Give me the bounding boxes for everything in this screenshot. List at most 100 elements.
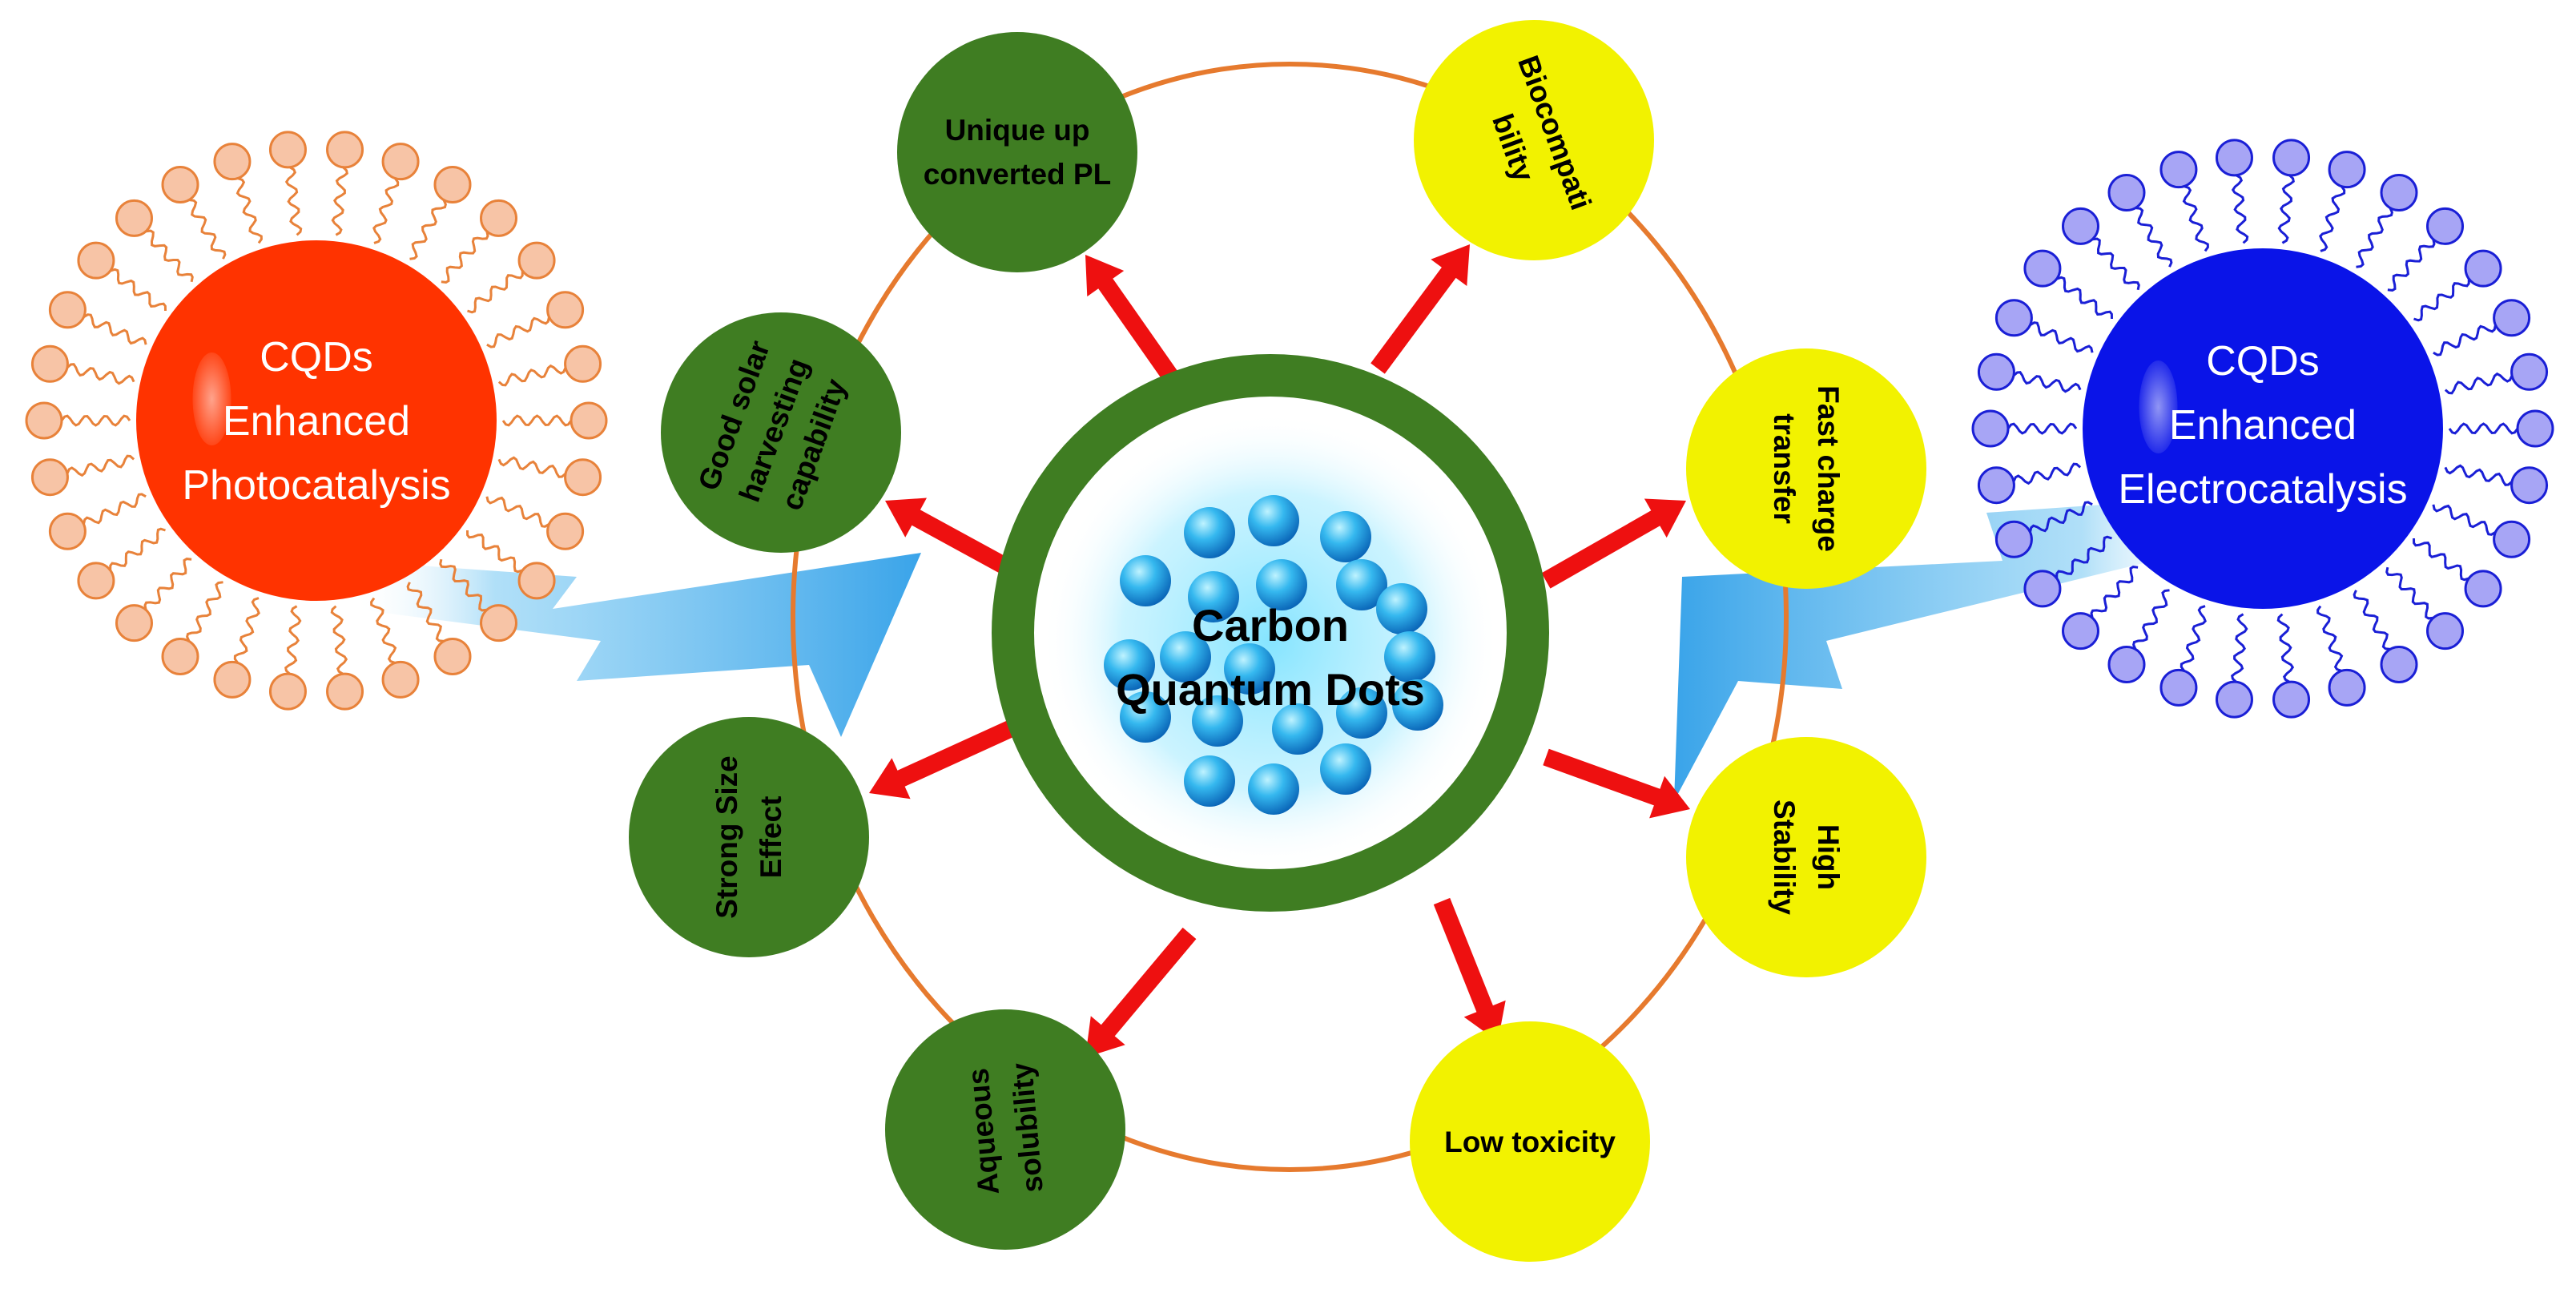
photo-micelle-tail	[372, 177, 400, 244]
node-unique-up-converted-pl: Unique up converted PL	[897, 32, 1137, 272]
photo-micelle-tail	[466, 530, 523, 574]
electro-micelle-head	[1971, 409, 2010, 448]
electro-micelle-tail	[2180, 605, 2207, 672]
red-arrow	[1085, 927, 1197, 1057]
quantum-dot	[1376, 583, 1427, 634]
photo-micelle-head	[570, 401, 608, 440]
photo-micelle-tail	[406, 582, 445, 642]
left-lightning-bolt	[352, 553, 921, 737]
electro-micelle-tail	[2356, 207, 2393, 268]
photo-micelle-tail	[501, 414, 573, 427]
node-circle	[1686, 737, 1926, 977]
node-good-solar-harvesting: Good solar harvesting capability	[661, 312, 901, 553]
quantum-dot	[1120, 691, 1171, 743]
node-circle	[1686, 348, 1926, 589]
electro-micelle-head	[2107, 645, 2146, 683]
electro-micelle-tail	[2092, 237, 2140, 291]
quantum-dot	[1248, 495, 1299, 546]
photo-micelle-head	[517, 241, 556, 280]
electro-micelle-head	[2426, 612, 2465, 650]
node-circle	[661, 312, 901, 553]
electro-micelle-tail	[2385, 566, 2433, 620]
electro-micelle-head	[1977, 466, 2015, 505]
electro-micelle-head	[2107, 174, 2146, 212]
node-label-line-2: transfer	[1768, 413, 1801, 524]
photo-micelle-head	[161, 637, 199, 675]
photocatalysis-label: CQDs Enhanced Photocatalysis	[182, 334, 450, 509]
node-circle	[1414, 20, 1654, 260]
electro-micelle-head	[2510, 466, 2549, 505]
photo-micelle-head	[433, 637, 472, 675]
photo-micelle-head	[564, 344, 602, 383]
electro-micelle-head	[2061, 612, 2099, 650]
photo-micelle-highlight	[192, 352, 231, 445]
photo-micelle-head	[546, 291, 585, 329]
quantum-dot	[1224, 643, 1275, 695]
photo-micelle-head	[48, 512, 87, 550]
quantum-dot-cluster	[1104, 495, 1443, 815]
photocatalysis-label-line-3: Photocatalysis	[182, 462, 450, 509]
quantum-dot	[1256, 559, 1307, 610]
electro-micelle-tail	[2413, 279, 2470, 322]
photo-micelle-tail	[441, 231, 489, 284]
electro-micelle-tail	[2276, 613, 2295, 683]
electro-micelle-highlight	[2139, 360, 2178, 453]
photo-micelle-tail	[109, 527, 166, 570]
quantum-dot	[1104, 639, 1155, 691]
electro-micelle-tail	[2029, 321, 2094, 353]
node-label-line-1: High	[1812, 824, 1845, 890]
photo-micelle-head	[25, 401, 63, 440]
electro-micelle-tail	[2432, 504, 2497, 536]
orbit-ring	[791, 62, 1789, 1172]
photo-micelle-head	[48, 291, 87, 329]
photo-micelle-tail	[439, 558, 487, 612]
photo-micelle-head	[326, 672, 364, 711]
electro-micelle-tail	[2029, 501, 2093, 533]
electro-micelle-head	[2510, 352, 2549, 391]
electro-micelle-head	[2493, 299, 2531, 337]
photo-micelle-tail	[110, 268, 167, 312]
quantum-dot	[1184, 507, 1235, 558]
node-low-toxicity: Low toxicity	[1410, 1021, 1650, 1262]
electro-micelle-head	[2272, 680, 2311, 719]
photo-micelle-head	[161, 166, 199, 204]
electro-micelle-tail	[2182, 185, 2209, 252]
node-label-line-1: Strong Size	[710, 755, 743, 919]
photo-micelle-tail	[284, 166, 303, 236]
node-label-line-1: Low toxicity	[1444, 1126, 1616, 1158]
photo-micelle-head	[115, 199, 153, 237]
electrocatalysis-micelle	[1971, 139, 2554, 719]
electro-micelle-tail	[2387, 239, 2436, 292]
red-arrow	[1543, 748, 1690, 819]
electro-micelle-tail	[2444, 372, 2514, 395]
node-label-line-1: Fast charge	[1812, 385, 1845, 552]
photocatalysis-micelle	[25, 131, 608, 711]
quantum-dot	[1392, 679, 1443, 731]
photo-micelle-head	[213, 660, 252, 699]
electro-micelle-head	[2272, 139, 2311, 177]
red-arrow	[1085, 255, 1181, 386]
electro-micelle-tail	[2413, 538, 2469, 582]
quantum-dot	[1384, 631, 1435, 683]
photocatalysis-label-line-1: CQDs	[260, 334, 373, 381]
arrow-group	[869, 244, 1690, 1057]
electro-micelle-head	[2023, 249, 2062, 288]
red-arrow	[869, 719, 1017, 800]
electro-micelle-tail	[2277, 174, 2295, 244]
photo-micelle-head	[480, 604, 518, 642]
core-glow	[1042, 413, 1499, 869]
photo-micelle-tail	[331, 166, 348, 236]
node-aqueous-solubility: Aqueous solubility	[885, 1009, 1125, 1250]
electro-micelle-tail	[2012, 371, 2082, 393]
electrocatalysis-label-line-2: Enhanced	[2169, 402, 2357, 449]
electro-micelle-tail	[2006, 422, 2078, 435]
electro-micelle-head	[1994, 520, 2033, 558]
electro-micelle-core	[2083, 248, 2443, 609]
core-label-line-1: Carbon	[1192, 600, 1349, 650]
electro-micelle-tail	[2012, 462, 2082, 485]
photo-micelle-head	[546, 512, 585, 550]
quantum-dot	[1336, 559, 1387, 610]
photo-micelle-head	[517, 562, 556, 600]
electro-micelle-head	[2215, 139, 2253, 177]
